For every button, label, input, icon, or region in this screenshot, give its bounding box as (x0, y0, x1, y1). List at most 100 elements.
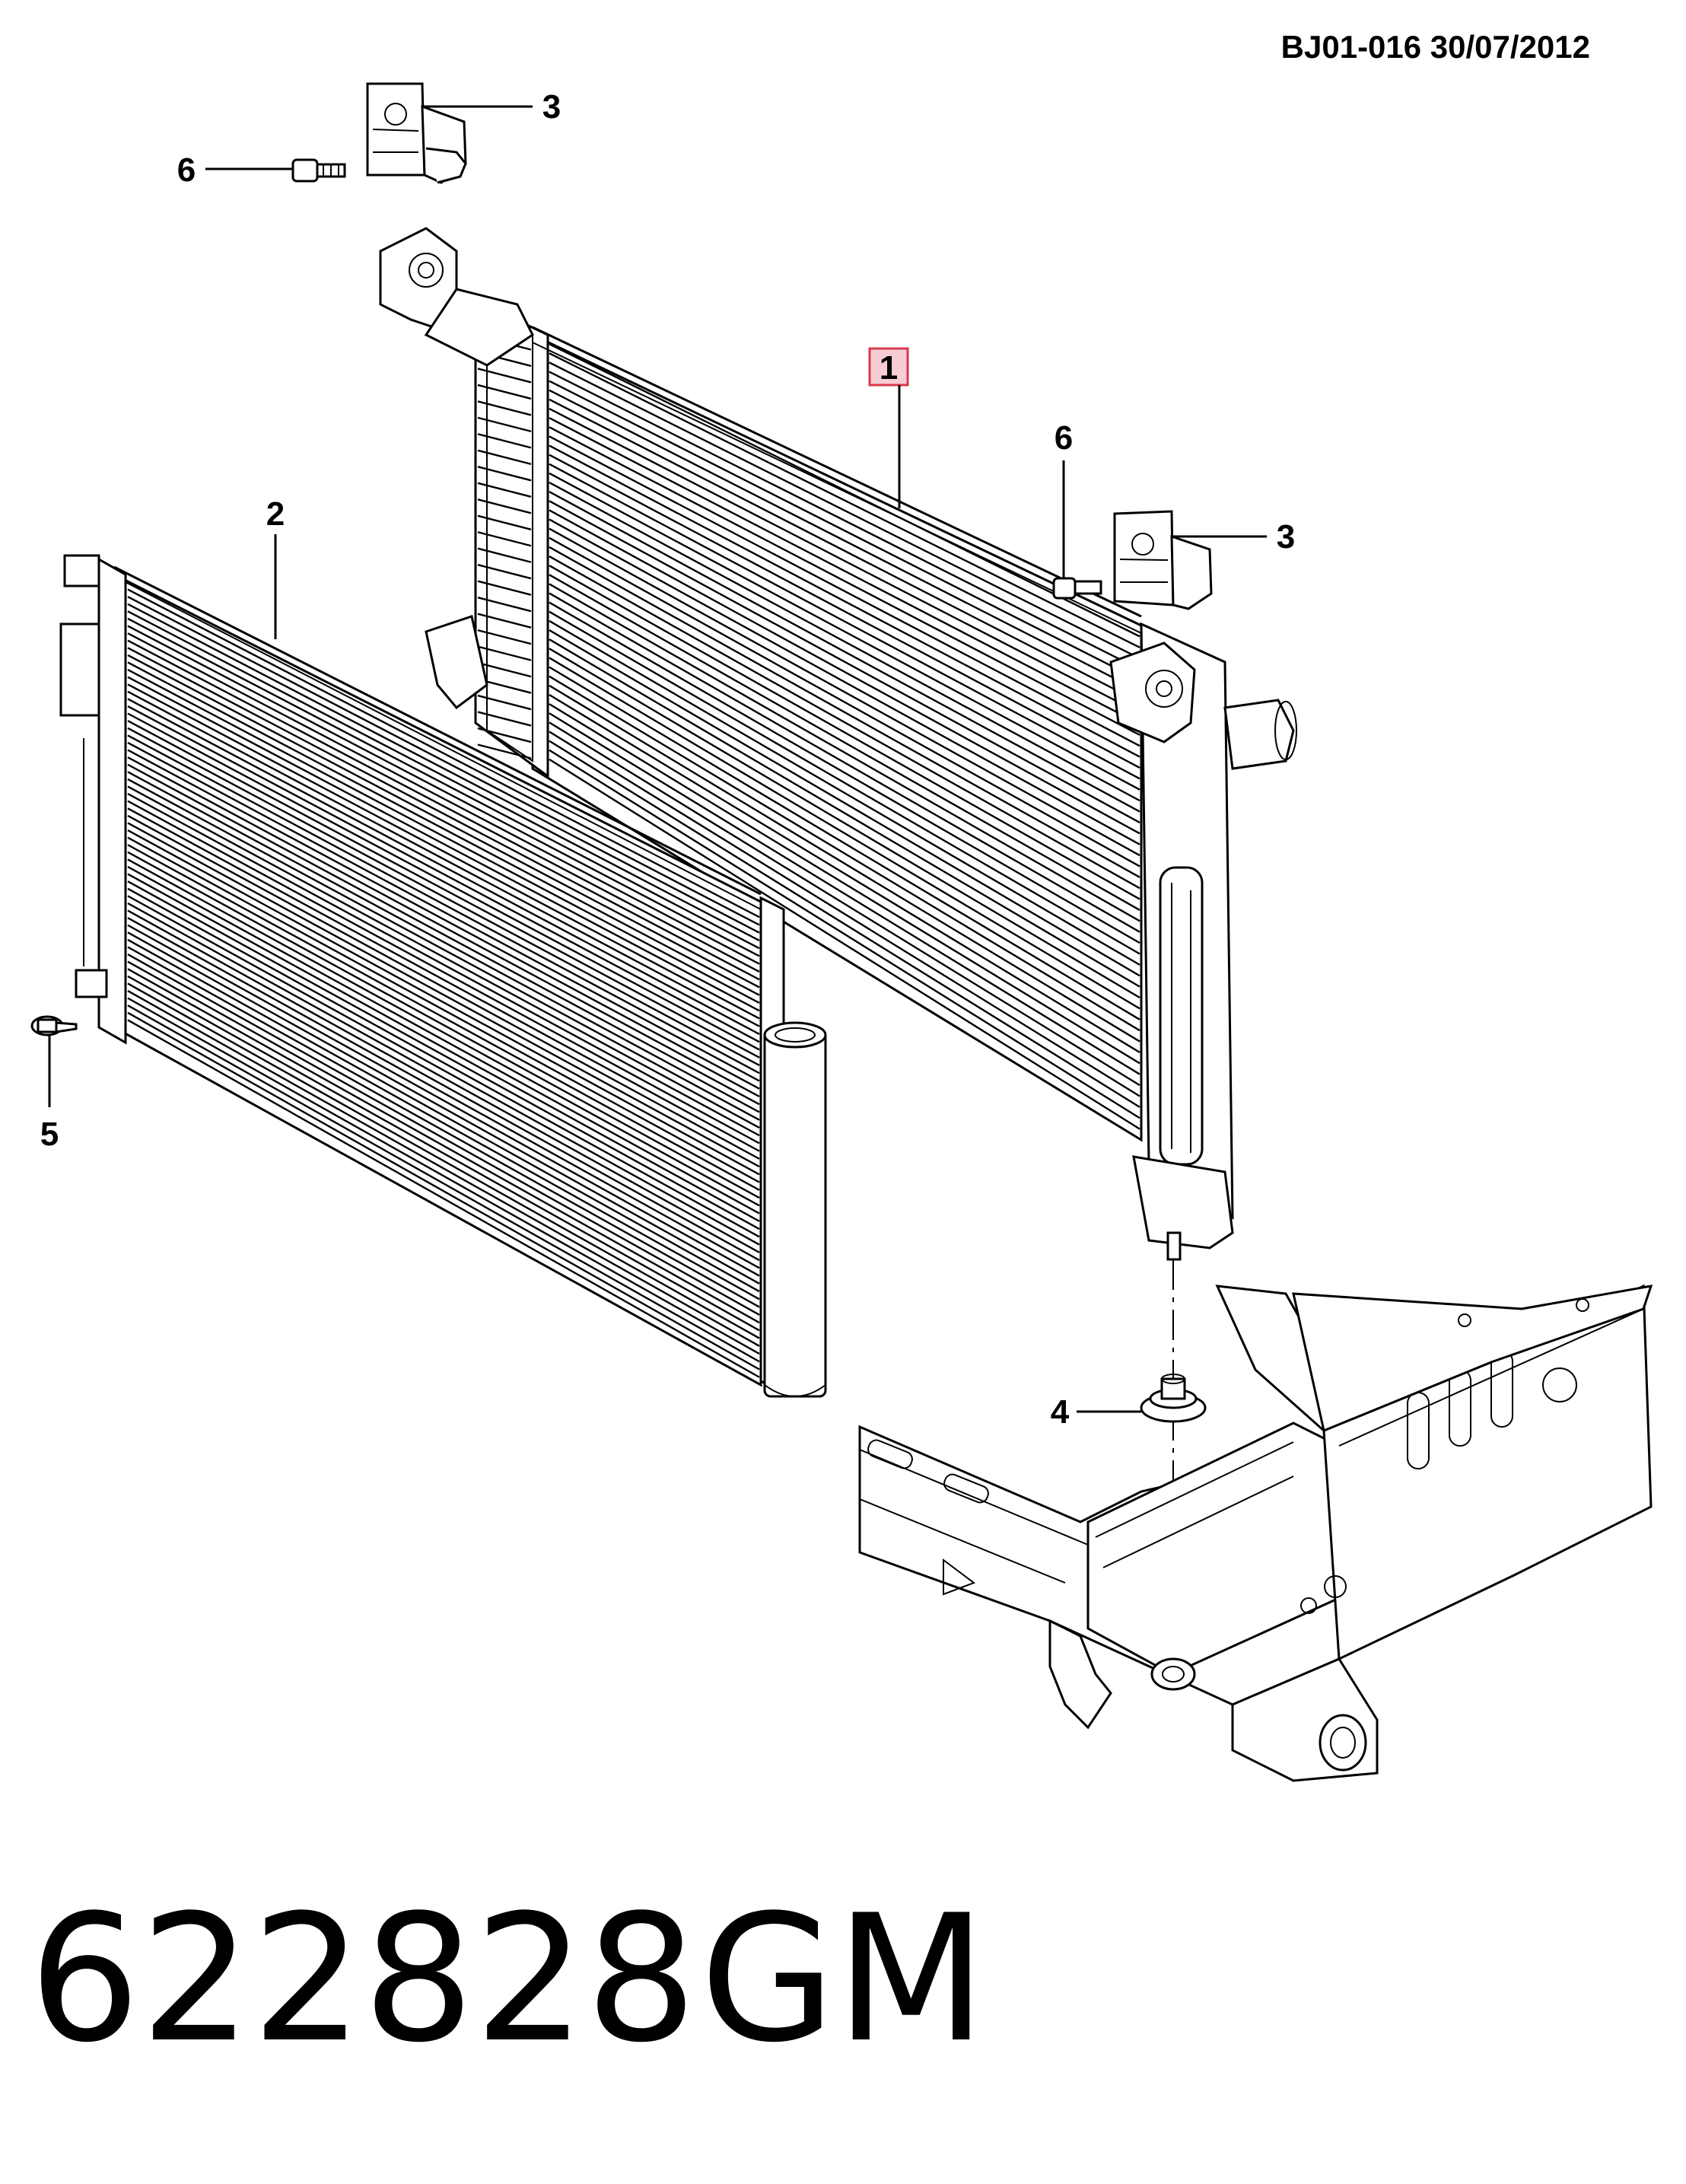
fin-line (477, 645, 532, 661)
fin-line (127, 778, 760, 1121)
fin-line (127, 814, 760, 1160)
fin-line (477, 743, 532, 759)
callout-3-bracket-right[interactable]: 3 (1172, 518, 1295, 556)
fin-line (127, 954, 760, 1308)
fin-line (127, 1011, 760, 1371)
screw[interactable] (30, 1015, 78, 1036)
fin-line (127, 946, 760, 1301)
upper-bracket-right[interactable] (1113, 510, 1213, 610)
fin-line (477, 727, 532, 743)
callout-2-condenser[interactable]: 2 (266, 495, 285, 639)
fin-line (127, 720, 760, 1059)
footer-part-number: 622828 (29, 1878, 697, 2081)
fin-line (127, 800, 760, 1145)
fin-line (549, 352, 1140, 648)
fin-line (477, 400, 532, 416)
fin-line (127, 793, 760, 1137)
upper-bracket-left[interactable] (366, 82, 467, 184)
fin-line (477, 498, 532, 514)
fin-line (127, 938, 760, 1293)
fin-line (127, 895, 760, 1246)
fin-line (477, 449, 532, 466)
callout-4-insulator[interactable]: 4 (1051, 1393, 1141, 1431)
mounting-insulator[interactable] (1140, 1259, 1207, 1674)
fin-line (549, 491, 1140, 813)
fin-line (549, 371, 1140, 670)
fin-line (127, 588, 760, 918)
fin-line (127, 829, 760, 1176)
fin-line (549, 435, 1140, 747)
fin-line (127, 982, 760, 1339)
fin-line (127, 763, 760, 1106)
callout-5-screw[interactable]: 5 (40, 1035, 59, 1153)
fin-line (127, 669, 760, 1004)
diagram-reference: BJ01-016 30/07/2012 (1281, 29, 1590, 65)
fin-line (127, 705, 760, 1043)
fin-line (127, 968, 760, 1324)
callout-6-bolt-right[interactable]: 6 (1055, 419, 1073, 578)
fin-line (549, 407, 1140, 715)
fin-line (549, 426, 1140, 736)
fin-line (477, 384, 532, 400)
fin-line (549, 527, 1140, 857)
fin-line (549, 657, 1140, 1010)
fin-line (549, 536, 1140, 868)
fin-line (549, 463, 1140, 780)
radiator-assembly[interactable] (379, 227, 1297, 1261)
fin-line (477, 597, 532, 613)
fin-line (127, 625, 760, 957)
fin-line (549, 703, 1140, 1065)
fin-line (549, 454, 1140, 769)
fin-line (127, 654, 760, 989)
fin-line (549, 666, 1140, 1020)
fin-line (127, 807, 760, 1152)
fin-line (549, 417, 1140, 725)
fin-line (127, 785, 760, 1129)
fin-line (127, 698, 760, 1035)
callout-label: 5 (40, 1116, 59, 1153)
front-support-frame (858, 1284, 1653, 1782)
callout-label: 2 (266, 495, 285, 533)
callout-1-radiator[interactable]: 1 (868, 347, 909, 508)
fin-line (127, 690, 760, 1027)
fin-line (477, 711, 532, 727)
fin-line (127, 990, 760, 1347)
fin-line (549, 574, 1140, 912)
condenser-assembly[interactable] (59, 554, 827, 1398)
fin-line (477, 564, 532, 580)
fin-line (127, 1004, 760, 1363)
fin-line (549, 638, 1140, 988)
fin-line (549, 601, 1140, 944)
fin-line (127, 822, 760, 1168)
fin-line (127, 887, 760, 1238)
fin-line (549, 721, 1140, 1087)
fin-line (477, 368, 532, 384)
radiator-fins (549, 343, 1140, 1130)
callout-3-bracket-left[interactable]: 3 (422, 88, 561, 126)
fin-line (127, 873, 760, 1222)
fin-line (127, 975, 760, 1332)
fin-line (549, 648, 1140, 999)
fin-line (127, 741, 760, 1082)
fin-line (549, 629, 1140, 977)
fin-line (477, 514, 532, 530)
callout-label: 3 (542, 88, 561, 126)
fin-line (127, 647, 760, 981)
fin-line (127, 917, 760, 1269)
fin-line (127, 617, 760, 950)
fin-line (477, 547, 532, 563)
fin-line (549, 500, 1140, 823)
fin-line (477, 580, 532, 596)
fin-line (549, 565, 1140, 900)
fin-line (127, 931, 760, 1285)
callout-label: 6 (1055, 419, 1073, 457)
fin-line (549, 684, 1140, 1043)
bolt-top-left[interactable] (291, 158, 346, 183)
fin-line (549, 592, 1140, 933)
fin-line (477, 661, 532, 678)
fin-line (549, 389, 1140, 692)
fin-line (127, 771, 760, 1113)
callout-6-bolt-top-left[interactable]: 6 (177, 151, 293, 189)
fin-line (549, 343, 1140, 638)
fin-line (127, 909, 760, 1262)
